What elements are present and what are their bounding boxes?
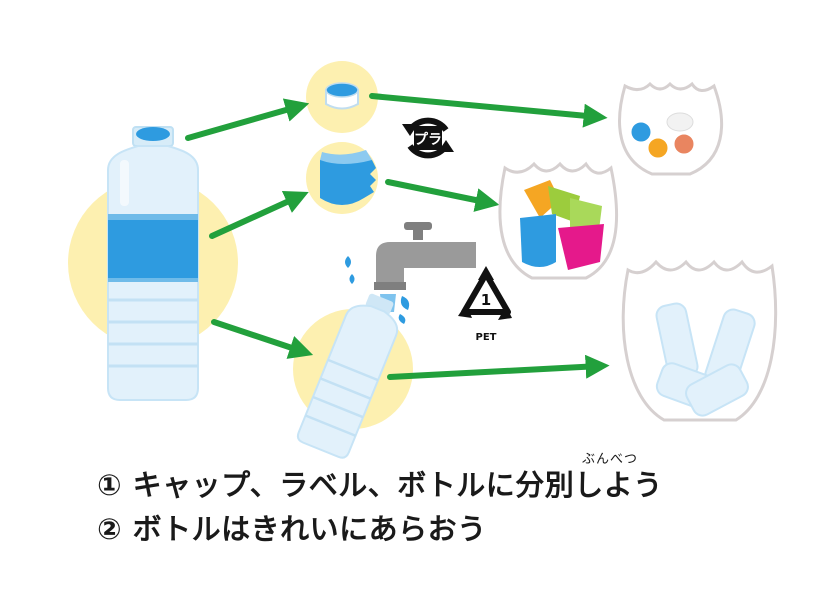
arrow-label-to-bag <box>385 179 500 212</box>
pet-mark-number: 1 <box>481 291 491 309</box>
bottle-cap-icon <box>325 82 359 110</box>
step2-caption: ② ボトルはきれいにあらおう <box>97 512 487 546</box>
arrow-bottle-to-bag <box>387 354 610 380</box>
arrows <box>185 93 610 380</box>
step1-ruby: ぶんべつ <box>582 452 639 467</box>
water-splash-icon <box>345 256 410 324</box>
arrow-bottle-to-label <box>209 191 309 239</box>
label-collection-bag <box>498 161 619 280</box>
cap-collection-bag <box>618 81 724 176</box>
step1-caption: ① キャップ、ラベル、ボトルに分別しよう <box>97 468 663 502</box>
pla-mark-label: プラ <box>414 132 442 148</box>
water-tap-icon <box>374 222 476 312</box>
bottle-label-icon <box>320 150 376 205</box>
arrow-cap-to-bag <box>369 93 608 128</box>
pet-mark-label: PET <box>476 332 497 343</box>
pet-recycle-mark-icon: 1 PET <box>458 266 512 343</box>
arrow-bottle-to-cap <box>185 98 310 141</box>
pla-recycle-mark-icon: プラ <box>402 117 454 159</box>
rinsed-bottle-icon <box>296 293 399 459</box>
bottle-collection-bag <box>621 259 778 422</box>
arrow-bottle-to-rinse <box>211 319 314 359</box>
pet-bottle-icon <box>107 126 199 401</box>
